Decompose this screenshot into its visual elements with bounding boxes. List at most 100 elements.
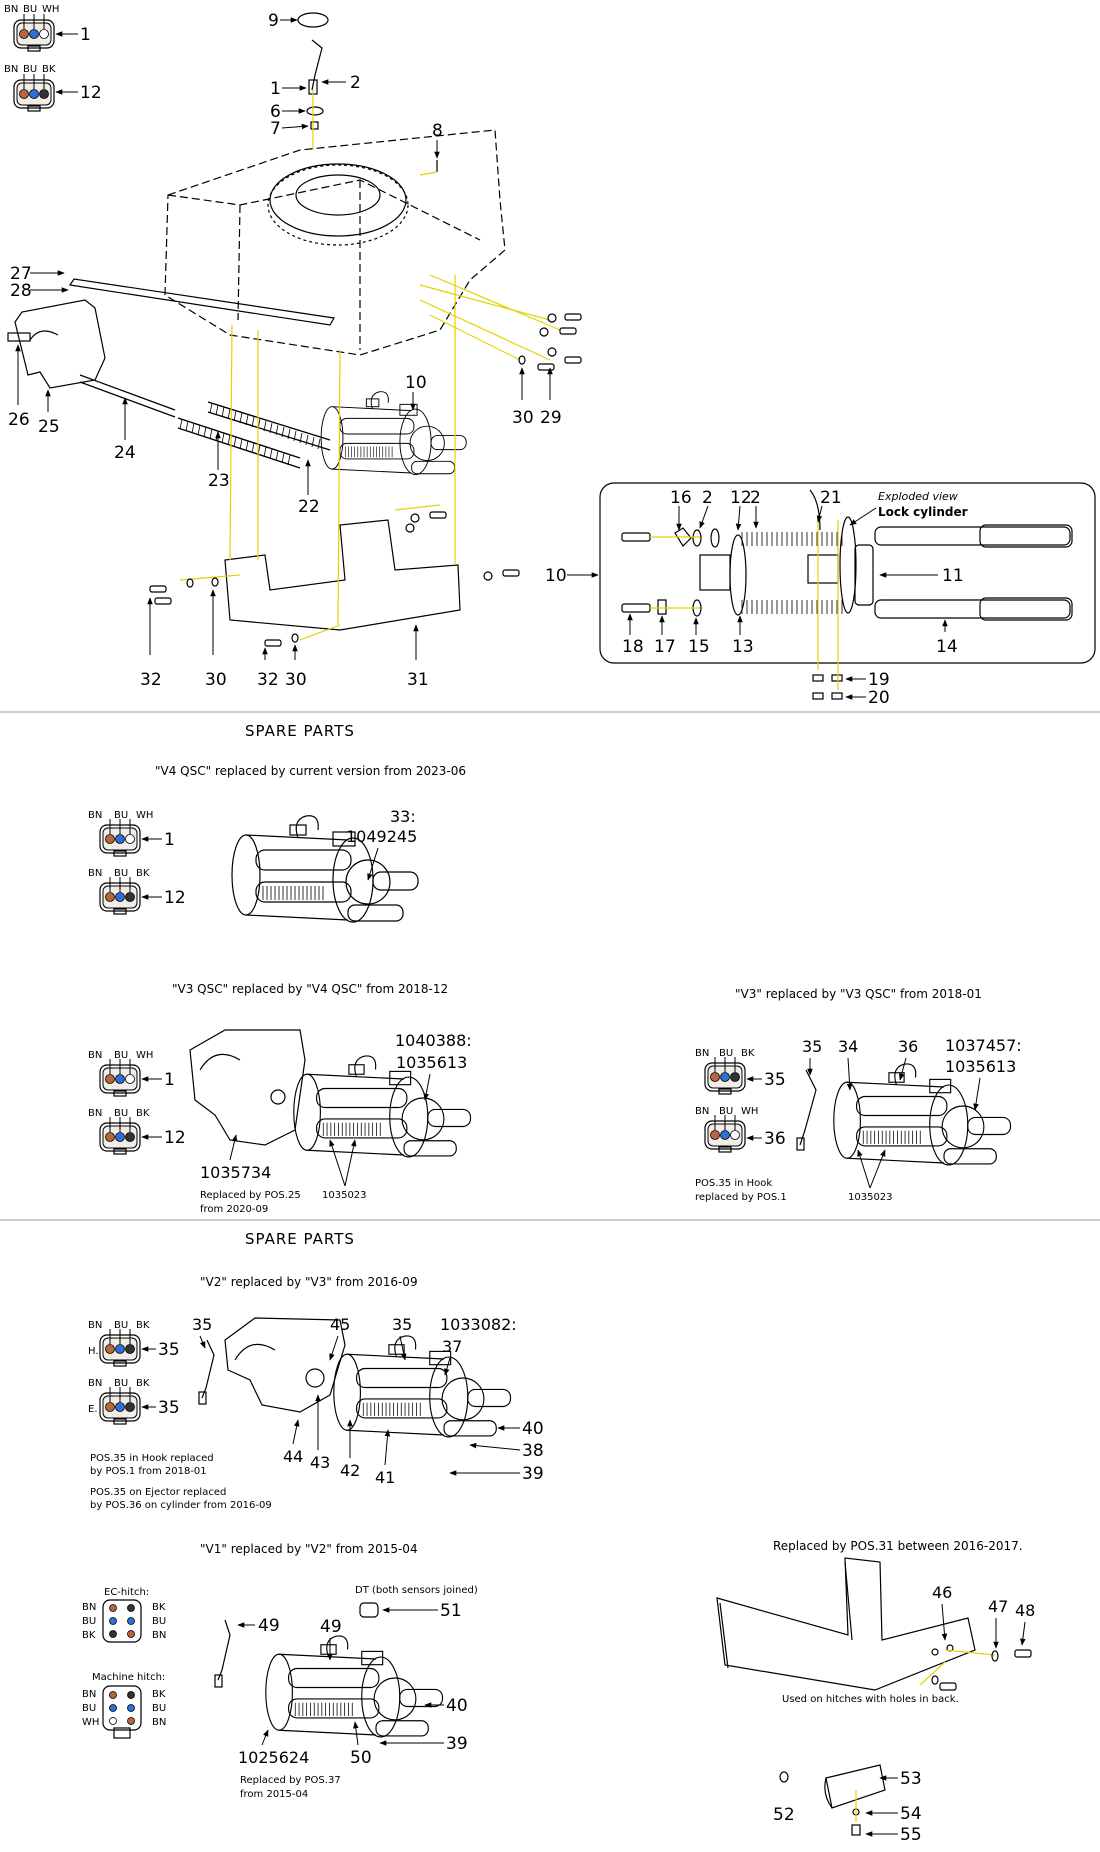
section-heading-spare-parts: SPARE PARTS	[245, 722, 355, 740]
wire-label: BU	[114, 1320, 128, 1331]
callout-label: 40	[446, 1696, 468, 1716]
wire-label: BK	[741, 1048, 755, 1059]
part-number: 1037457:	[945, 1036, 1022, 1055]
wire-label: WH	[82, 1717, 99, 1728]
wire-label: BN	[88, 1378, 102, 1389]
sensor-note: DT (both sensors joined)	[355, 1585, 478, 1596]
callout-label: 49	[320, 1617, 342, 1637]
wire-label: BU	[719, 1048, 733, 1059]
callout-label: 14	[936, 637, 958, 657]
wire-label: BU	[114, 1050, 128, 1061]
callout-label: 43	[310, 1453, 330, 1472]
wire-label: WH	[136, 1050, 153, 1061]
wire-label: BN	[695, 1106, 709, 1117]
position-label: 33:	[390, 807, 416, 826]
wire-label: BN	[152, 1717, 166, 1728]
wire-label: BK	[152, 1602, 166, 1613]
wire-label: BU	[152, 1703, 166, 1714]
wire-label: BN	[152, 1630, 166, 1641]
replacement-note: from 2015-04	[240, 1789, 308, 1800]
callout-label: 12	[164, 1128, 186, 1148]
wire-label: BK	[152, 1689, 166, 1700]
callout-label: 35	[158, 1398, 180, 1418]
callout-label: 7	[270, 119, 281, 139]
wire-label: WH	[136, 810, 153, 821]
part-number: 1035613	[945, 1057, 1016, 1076]
callout-label: 12	[80, 83, 102, 103]
section-heading-spare-parts: SPARE PARTS	[245, 1230, 355, 1248]
part-number: 1025624	[238, 1748, 309, 1767]
wire-label: BN	[4, 4, 18, 15]
part-number: 1040388:	[395, 1031, 472, 1050]
connector-pos12-top: BN BU BK 12	[4, 64, 102, 112]
wire-label: BU	[719, 1106, 733, 1117]
wire-label: BK	[136, 1108, 150, 1119]
hitch-body-assembly: 9 1 2 6 7 8 27 28 26 25 24 23 22 10 30 2…	[7, 11, 582, 690]
callout-label: 28	[10, 281, 32, 301]
callout-label: 16	[670, 488, 692, 508]
callout-label: 23	[208, 471, 230, 491]
wire-label: BK	[136, 1378, 150, 1389]
callout-label: 30	[205, 670, 227, 690]
part-number: 1033082:	[440, 1315, 517, 1334]
callout-label: 8	[432, 121, 443, 141]
wire-label: BN	[695, 1048, 709, 1059]
callout-label: 27	[10, 264, 32, 284]
part-number: 1035613	[396, 1053, 467, 1072]
callout-label: 12	[730, 488, 752, 508]
callout-label: 44	[283, 1447, 303, 1466]
callout-label: 52	[773, 1805, 795, 1825]
callout-label: 12	[164, 888, 186, 908]
wire-label: BN	[88, 1320, 102, 1331]
wire-label: BN	[88, 1108, 102, 1119]
callout-label: 53	[900, 1769, 922, 1789]
usage-note: Used on hitches with holes in back.	[782, 1694, 959, 1705]
wire-label: BU	[114, 1378, 128, 1389]
callout-label: 34	[838, 1037, 858, 1056]
wire-label: BU	[152, 1616, 166, 1627]
callout-label: 10	[545, 566, 567, 586]
wire-label: BK	[42, 64, 56, 75]
v4-qsc-group: "V4 QSC" replaced by current version fro…	[88, 764, 466, 923]
replacement-note: by POS.1 from 2018-01	[90, 1466, 207, 1477]
wire-label: BK	[82, 1630, 96, 1641]
v3-qsc-group: "V3 QSC" replaced by "V4 QSC" from 2018-…	[88, 982, 472, 1215]
version-caption: Replaced by POS.31 between 2016-2017.	[773, 1539, 1023, 1553]
callout-label: 32	[140, 670, 162, 690]
callout-label: 21	[820, 488, 842, 508]
callout-label: 10	[405, 373, 427, 393]
callout-label: 11	[942, 566, 964, 586]
callout-label: 49	[258, 1616, 280, 1636]
callout-label: 32	[257, 670, 279, 690]
wire-label: WH	[741, 1106, 758, 1117]
replacement-note: Replaced by POS.25	[200, 1190, 301, 1201]
version-caption: "V3 QSC" replaced by "V4 QSC" from 2018-…	[172, 982, 448, 996]
callout-label: 29	[540, 408, 562, 428]
callout-label: 35	[392, 1315, 412, 1334]
callout-label: 6	[270, 102, 281, 122]
v3-group: "V3" replaced by "V3 QSC" from 2018-01 B…	[695, 987, 1022, 1203]
wire-label: BK	[136, 1320, 150, 1331]
callout-label: 25	[38, 417, 60, 437]
v2-group: "V2" replaced by "V3" from 2016-09 BN BU…	[88, 1275, 544, 1511]
callout-label: 36	[764, 1129, 786, 1149]
callout-label: 30	[512, 408, 534, 428]
callout-label: 37	[442, 1337, 462, 1356]
callout-label: 35	[802, 1037, 822, 1056]
plate-group: Replaced by POS.31 between 2016-2017. 46…	[716, 1539, 1035, 1705]
callout-label: 1	[270, 79, 281, 99]
connector-title: EC-hitch:	[104, 1587, 149, 1598]
connector-prefix: H.	[88, 1346, 99, 1357]
callout-label: 9	[268, 11, 279, 31]
wire-label: BU	[114, 1108, 128, 1119]
callout-label: 15	[688, 637, 710, 657]
part-number: 1035023	[848, 1192, 893, 1203]
version-caption: "V3" replaced by "V3 QSC" from 2018-01	[735, 987, 982, 1001]
wire-label: BU	[23, 64, 37, 75]
pin-group: 53 52 54 55	[773, 1764, 922, 1845]
connector-title: Machine hitch:	[92, 1672, 165, 1683]
replacement-note: by POS.36 on cylinder from 2016-09	[90, 1500, 272, 1511]
version-caption: "V1" replaced by "V2" from 2015-04	[200, 1542, 418, 1556]
callout-label: 35	[192, 1315, 212, 1334]
callout-label: 39	[446, 1734, 468, 1754]
